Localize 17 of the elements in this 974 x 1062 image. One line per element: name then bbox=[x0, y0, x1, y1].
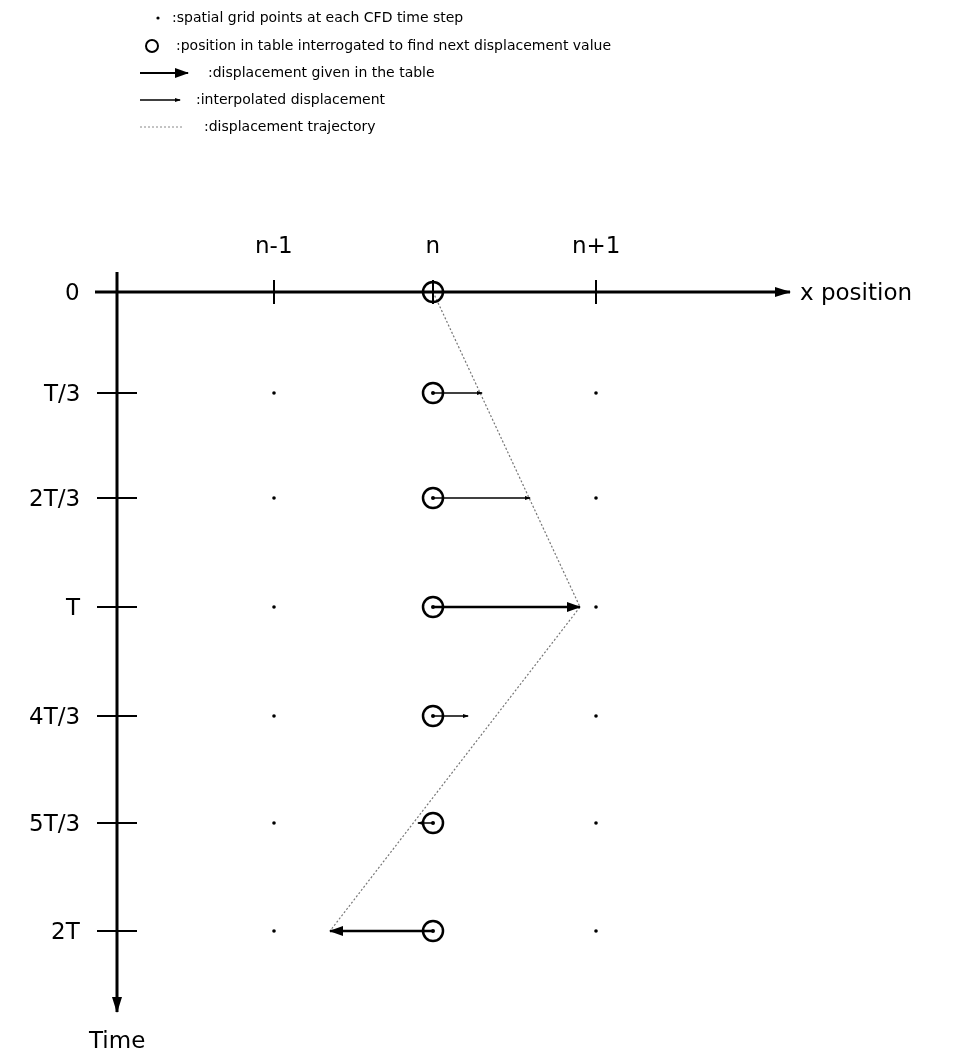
legend-text: :position in table interrogated to find next displacement value bbox=[176, 38, 612, 52]
time-label: 4T/3 bbox=[29, 704, 81, 728]
time-label: 2T bbox=[51, 919, 80, 943]
axis-title: x position bbox=[800, 280, 913, 304]
time-label: 2T/3 bbox=[29, 486, 81, 510]
time-label: 5T/3 bbox=[29, 811, 81, 835]
column-label: n+1 bbox=[572, 233, 621, 257]
legend-text: :interpolated displacement bbox=[196, 92, 386, 106]
time-label: T/3 bbox=[44, 381, 81, 405]
legend-text: :displacement given in the table bbox=[208, 65, 435, 79]
legend-text: :displacement trajectory bbox=[204, 119, 376, 133]
axis-title: Time bbox=[89, 1028, 146, 1052]
legend-text: :spatial grid points at each CFD time step bbox=[172, 10, 464, 24]
time-label: 0 bbox=[65, 280, 80, 304]
column-label: n bbox=[425, 233, 441, 257]
column-label: n-1 bbox=[255, 233, 293, 257]
time-label: T bbox=[66, 595, 81, 619]
